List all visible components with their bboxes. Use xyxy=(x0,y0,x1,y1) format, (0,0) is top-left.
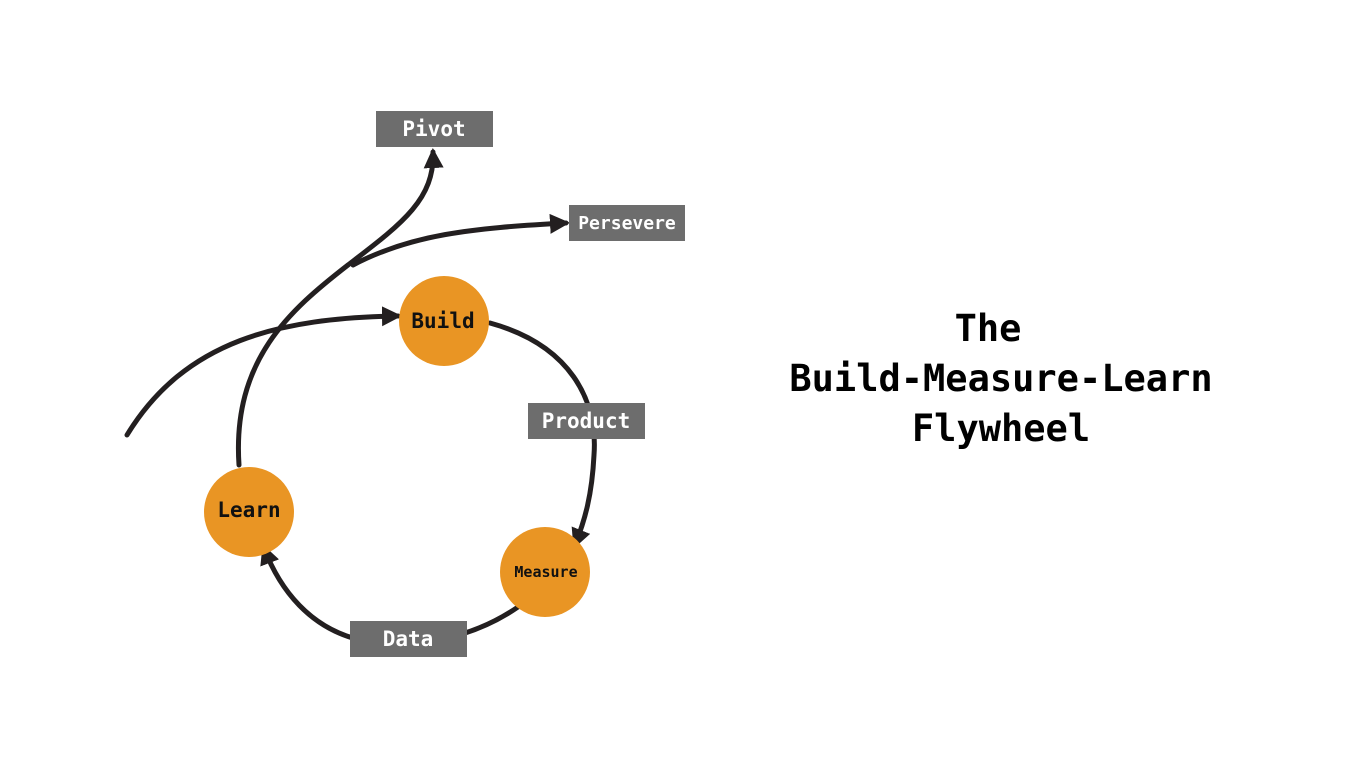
data-tag: Data xyxy=(350,621,467,657)
title-line-1: The xyxy=(955,307,1022,350)
data-label: Data xyxy=(383,627,434,651)
learn-node: Learn xyxy=(204,467,294,557)
measure-node: Measure xyxy=(500,527,590,617)
learn-node-label: Learn xyxy=(217,498,280,522)
title-line-2: Build-Measure-Learn xyxy=(789,357,1212,400)
persevere-tag: Persevere xyxy=(569,205,685,241)
build-node-label: Build xyxy=(411,309,474,333)
title-line-3: Flywheel xyxy=(912,407,1090,450)
page-title: The Build-Measure-Learn Flywheel xyxy=(789,307,1212,450)
persevere-label: Persevere xyxy=(578,213,676,234)
entry-arrow-to-build xyxy=(124,306,402,438)
pivot-label: Pivot xyxy=(402,117,465,141)
build-node: Build xyxy=(399,276,489,366)
pivot-tag: Pivot xyxy=(376,111,493,147)
to-persevere-arrow xyxy=(350,213,570,268)
learn-to-pivot-arrow xyxy=(235,148,444,468)
product-label: Product xyxy=(542,409,631,433)
product-tag: Product xyxy=(528,403,645,439)
measure-node-label: Measure xyxy=(514,563,577,581)
